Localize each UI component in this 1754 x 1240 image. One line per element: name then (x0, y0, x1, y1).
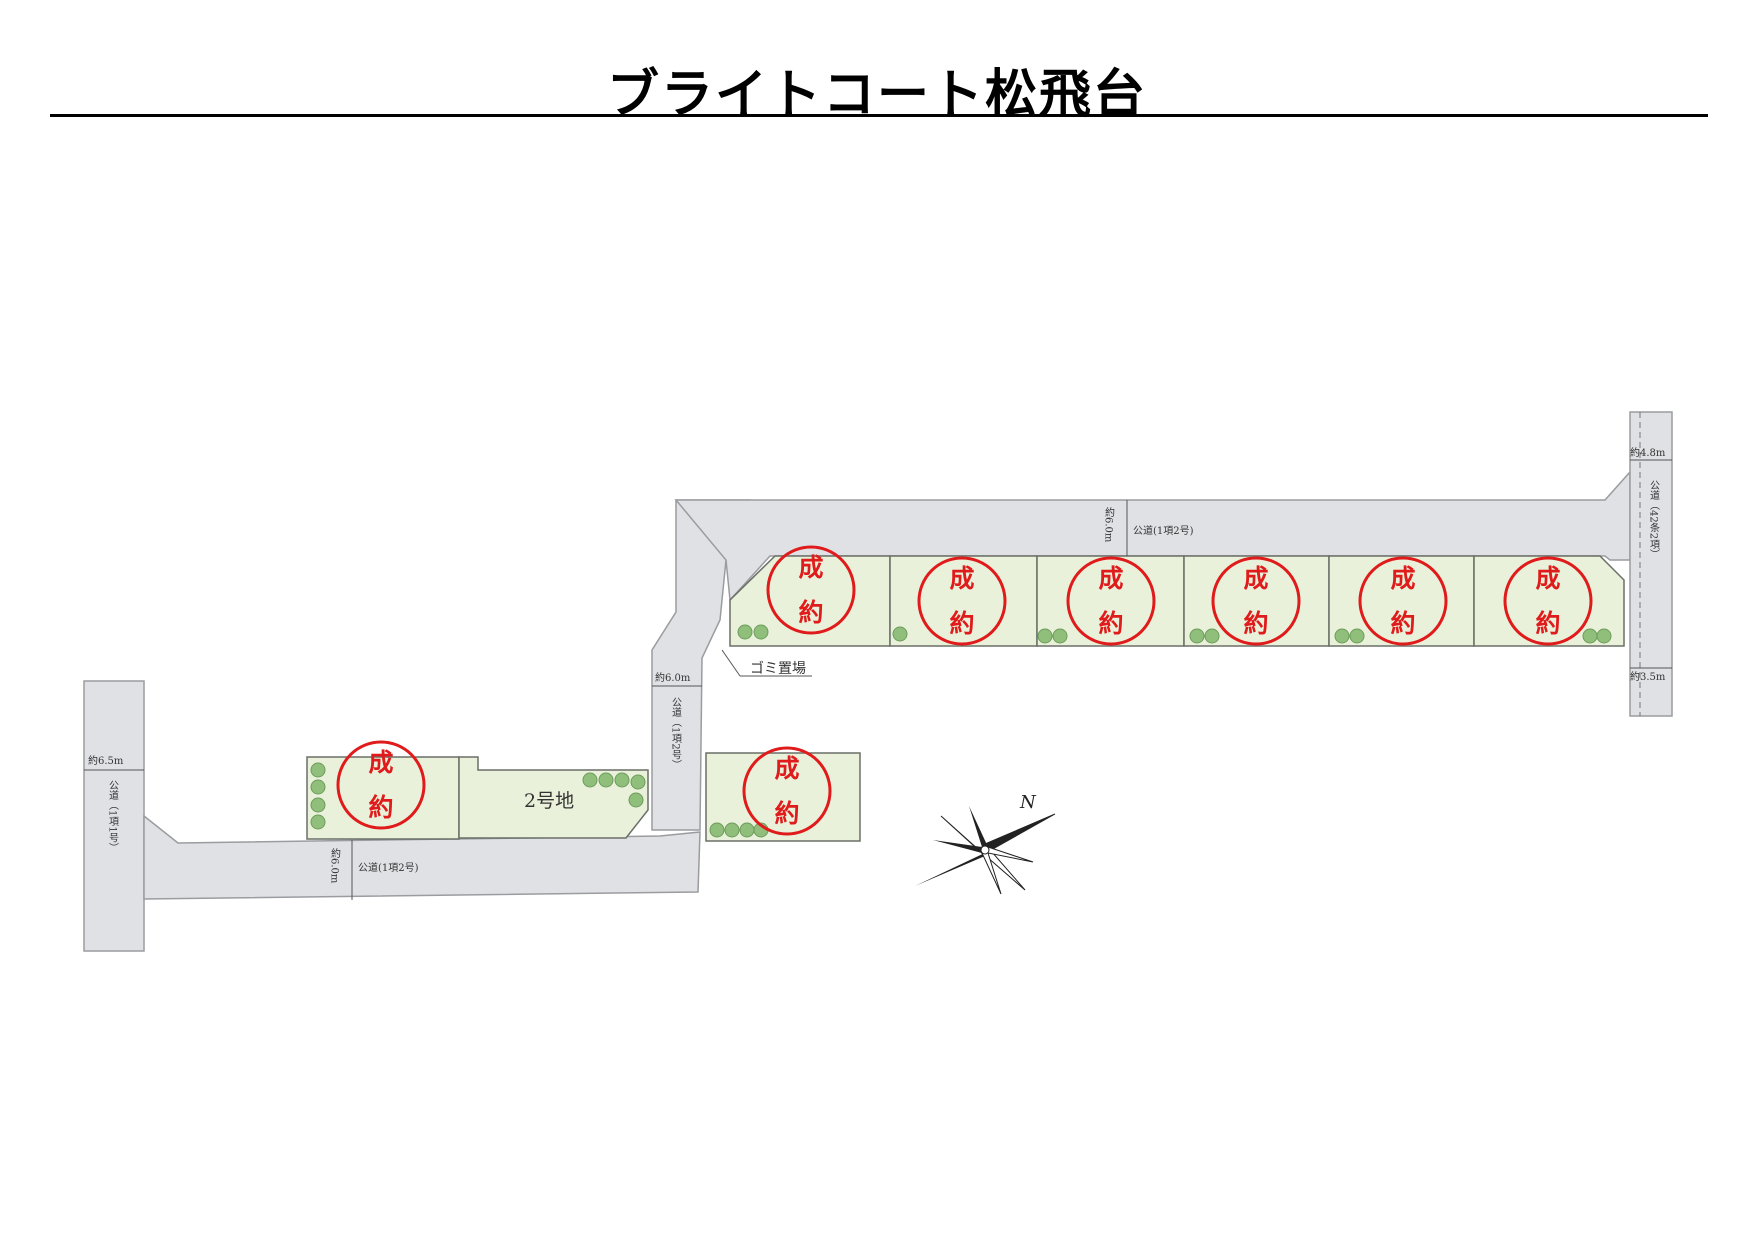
upper-road (674, 470, 1631, 602)
title-underline (50, 114, 1708, 117)
sold-stamp: 成 約 (1503, 556, 1593, 646)
trees (310, 624, 1612, 838)
sold-stamp: 成 約 (1358, 556, 1448, 646)
lot-2gouchi-label: 2号地 (524, 790, 574, 812)
upper-road-label: 公道(1項2号) (1133, 524, 1194, 537)
sold-stamp: 成 約 (742, 746, 832, 836)
sold-stamp-line1: 成 (949, 564, 974, 593)
lower-road-label: 公道(1項2号) (358, 861, 419, 874)
compass-north-label: N (1019, 792, 1037, 813)
left-road-label: 公道（1項1号） (107, 780, 119, 853)
sold-stamp-line2: 約 (798, 598, 823, 627)
sold-stamp-line1: 成 (1390, 564, 1415, 593)
sold-stamp: 成 約 (336, 740, 426, 830)
sold-stamp-line1: 成 (368, 748, 393, 777)
sold-stamp-line2: 約 (368, 793, 393, 822)
upper-road-width: 約6.0m (1103, 506, 1115, 543)
sold-stamp-line1: 成 (1535, 564, 1560, 593)
sold-stamp-line1: 成 (798, 553, 823, 582)
sold-stamp-line1: 成 (774, 754, 799, 783)
north-compass-icon (915, 806, 1056, 895)
connector-road-width: 約6.0m (655, 671, 691, 684)
sold-stamp-line2: 約 (1390, 609, 1415, 638)
sold-stamp-line2: 約 (1535, 609, 1560, 638)
sold-stamp-line2: 約 (1098, 609, 1123, 638)
lower-road-width: 約6.0m (329, 847, 341, 884)
right-road-width-bottom: 約3.5m (1630, 670, 1666, 683)
sold-stamp-line2: 約 (774, 799, 799, 828)
left-road (83, 680, 145, 952)
lot-lower-left (306, 756, 460, 840)
right-road-width-top: 約4.8m (1630, 446, 1666, 459)
sold-stamp: 成 約 (1211, 556, 1301, 646)
sold-stamp-line1: 成 (1098, 564, 1123, 593)
sold-stamp-line2: 約 (949, 609, 974, 638)
garbage-area-label: ゴミ置場 (750, 660, 806, 677)
right-road (1629, 411, 1673, 717)
sold-stamp: 成 約 (1066, 556, 1156, 646)
lower-road (143, 814, 701, 900)
sold-stamp-line1: 成 (1243, 564, 1268, 593)
sold-stamp: 成 約 (766, 545, 856, 635)
left-road-width: 約6.5m (88, 754, 124, 767)
right-road-label: 公道（42条2項） (1648, 480, 1660, 559)
lot-upper-2 (889, 555, 1038, 647)
sold-stamp-line2: 約 (1243, 609, 1268, 638)
connector-road-label: 公道（1項2号） (670, 697, 682, 770)
sold-stamp: 成 約 (917, 556, 1007, 646)
